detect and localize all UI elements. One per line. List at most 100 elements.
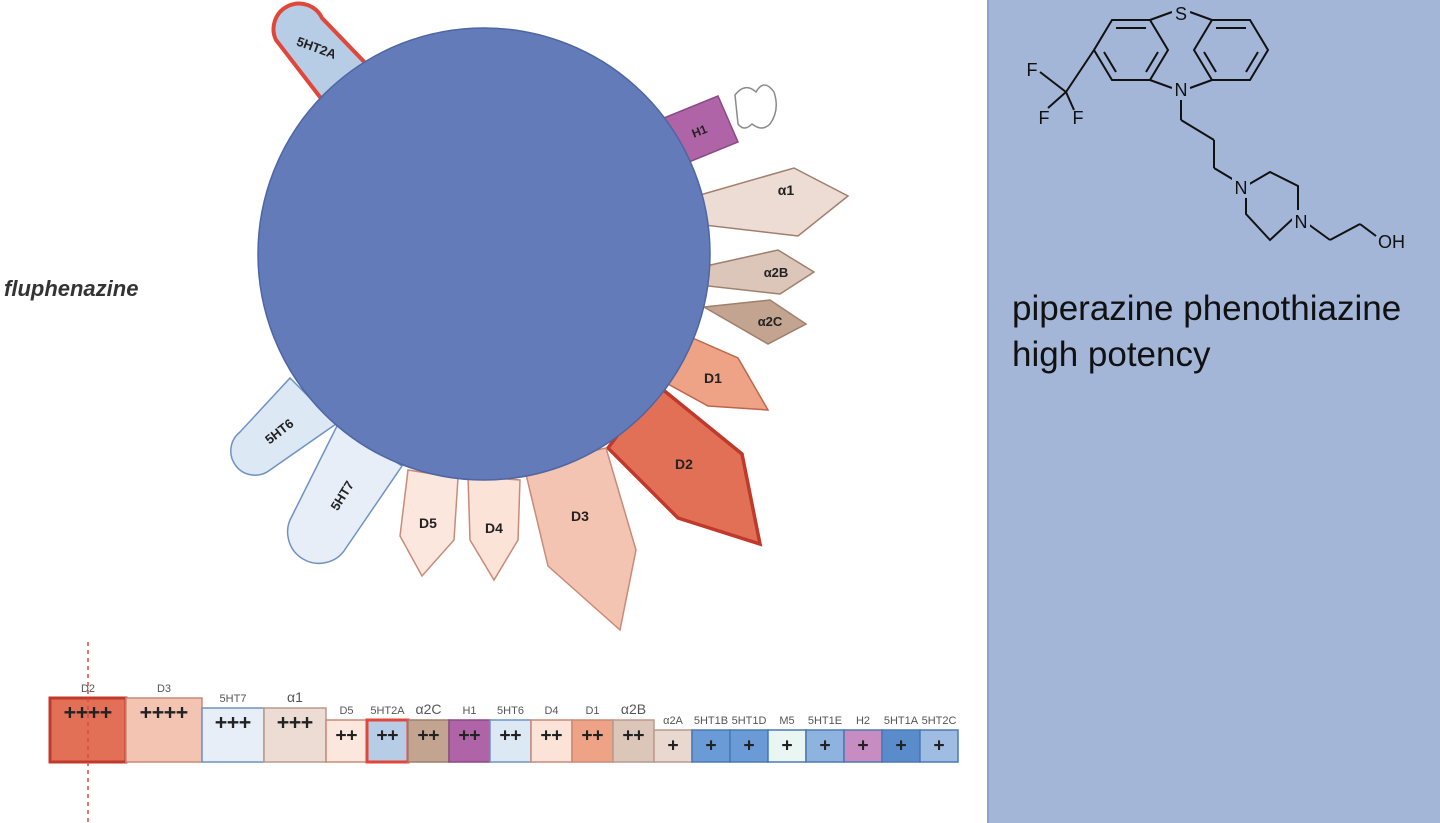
binding-cell: ++ H1 bbox=[448, 705, 491, 763]
binding-strength: + bbox=[706, 735, 717, 756]
atom-label: N bbox=[1235, 178, 1248, 198]
binding-strength: ++ bbox=[623, 725, 645, 746]
petal-label: D1 bbox=[704, 370, 722, 386]
binding-cell-box bbox=[325, 719, 368, 763]
fluphenazine-structure bbox=[1039, 11, 1377, 242]
binding-cell: ++ α2B bbox=[612, 701, 655, 763]
binding-strength: ++ bbox=[377, 725, 399, 746]
binding-cell-header: 5HT6 bbox=[497, 705, 524, 717]
info-panel bbox=[988, 0, 1440, 823]
petal-label: H1 bbox=[690, 122, 710, 141]
binding-strength: +++ bbox=[215, 710, 251, 734]
petal-label: D5 bbox=[419, 515, 437, 531]
binding-strength: + bbox=[668, 735, 679, 756]
binding-cell-header: D3 bbox=[157, 683, 171, 695]
petal-label: D3 bbox=[571, 508, 589, 524]
binding-cell-header: D2 bbox=[81, 683, 95, 695]
binding-cell-header: α2A bbox=[663, 715, 683, 727]
atom-label: F bbox=[1027, 60, 1038, 80]
binding-cell-header: D1 bbox=[585, 705, 599, 717]
binding-cell: +++ α1 bbox=[263, 689, 327, 763]
binding-cell: ++ D4 bbox=[530, 705, 573, 763]
atom-label: S bbox=[1175, 4, 1187, 24]
petal-label: α1 bbox=[778, 182, 795, 198]
petal-alpha2c: α2C bbox=[701, 299, 808, 345]
binding-cell-box bbox=[407, 719, 450, 763]
binding-cell-box bbox=[767, 729, 807, 763]
binding-strength: + bbox=[820, 735, 831, 756]
molecule-atoms: S N F F F N N OH bbox=[1027, 2, 1405, 252]
binding-cell-header: D5 bbox=[339, 705, 353, 717]
binding-cell: +5HT2C bbox=[919, 715, 959, 763]
binding-cell: +H2 bbox=[843, 715, 883, 763]
binding-cell: ++ 5HT6 bbox=[489, 705, 532, 763]
binding-cell-box bbox=[881, 729, 921, 763]
binding-cell-header: M5 bbox=[779, 715, 794, 727]
binding-cell-box bbox=[263, 707, 327, 763]
binding-strength: ++ bbox=[582, 725, 604, 746]
atom-label: N bbox=[1295, 212, 1308, 232]
binding-cell: +5HT1E bbox=[805, 715, 845, 763]
binding-strength: ++ bbox=[418, 725, 440, 746]
h1-cloud-icon bbox=[734, 84, 777, 129]
petal-alpha2b: α2B bbox=[705, 249, 816, 295]
binding-cell-header: 5HT2C bbox=[922, 715, 957, 727]
binding-cell: ++ D5 bbox=[325, 705, 368, 763]
binding-cell-header: 5HT1B bbox=[694, 715, 728, 727]
potency-text: high potency bbox=[1012, 335, 1211, 374]
binding-cell: + M5 bbox=[767, 715, 807, 763]
binding-cell-box bbox=[448, 719, 491, 763]
petal-label: α2C bbox=[758, 314, 783, 329]
petal-label: α2B bbox=[764, 265, 789, 280]
binding-strength: + bbox=[934, 735, 945, 756]
binding-cell-header: D4 bbox=[544, 705, 558, 717]
binding-cell-header: α2C bbox=[416, 701, 442, 717]
binding-strength: + bbox=[782, 735, 793, 756]
binding-strength: ++++ bbox=[140, 700, 188, 724]
binding-strength: ++ bbox=[336, 725, 358, 746]
binding-cell-box bbox=[919, 729, 959, 763]
drug-name: fluphenazine bbox=[4, 276, 138, 301]
binding-cell-header: 5HT1E bbox=[808, 715, 842, 727]
atom-label: N bbox=[1175, 80, 1188, 100]
binding-cell-box bbox=[612, 719, 655, 763]
atom-label: OH bbox=[1378, 232, 1405, 252]
binding-strength: ++ bbox=[459, 725, 481, 746]
binding-cell-header: H2 bbox=[856, 715, 870, 727]
binding-strength: + bbox=[896, 735, 907, 756]
receptor-petals: 5HT2A H1 α1 α2B α2C D1 D2 bbox=[230, 1, 850, 632]
binding-cell-header: H1 bbox=[462, 705, 476, 717]
binding-strength: ++ bbox=[541, 725, 563, 746]
binding-cell: +5HT1B bbox=[691, 715, 731, 763]
binding-cell-header: α1 bbox=[287, 689, 303, 705]
binding-cell-header: 5HT1A bbox=[884, 715, 919, 727]
petal-d4: D4 bbox=[467, 475, 521, 582]
binding-strength: ++ bbox=[500, 725, 522, 746]
binding-cell-box bbox=[201, 707, 265, 763]
binding-cell: ++ α2C bbox=[407, 701, 450, 763]
binding-affinity-table: ++++D2++++D3+++5HT7+++α1++D5++5HT2A++α2C… bbox=[48, 642, 959, 823]
binding-cell: +5HT1A bbox=[881, 715, 921, 763]
petal-d3: D3 bbox=[523, 447, 637, 632]
binding-cell-box bbox=[365, 718, 410, 764]
petal-d1: D1 bbox=[667, 335, 770, 411]
binding-cell: ++ D1 bbox=[571, 705, 614, 763]
binding-strength: +++ bbox=[277, 710, 313, 734]
atom-label: F bbox=[1073, 108, 1084, 128]
binding-strength: + bbox=[744, 735, 755, 756]
binding-cell: + α2A bbox=[653, 715, 693, 763]
binding-strength: ++++ bbox=[64, 700, 112, 724]
binding-cell-header: 5HT1D bbox=[732, 715, 767, 727]
binding-cell: +5HT1D bbox=[729, 715, 769, 763]
petal-5ht6: 5HT6 bbox=[230, 376, 338, 476]
petal-label: D2 bbox=[675, 456, 693, 472]
atom-label: F bbox=[1039, 108, 1050, 128]
binding-cell: +++5HT7 bbox=[201, 693, 265, 763]
petal-d5: D5 bbox=[399, 469, 459, 578]
binding-cell-header: α2B bbox=[621, 701, 646, 717]
petal-alpha1: α1 bbox=[699, 167, 850, 237]
petal-label: D4 bbox=[485, 520, 503, 536]
binding-cell-header: 5HT2A bbox=[370, 705, 405, 717]
binding-cell-box bbox=[843, 729, 883, 763]
